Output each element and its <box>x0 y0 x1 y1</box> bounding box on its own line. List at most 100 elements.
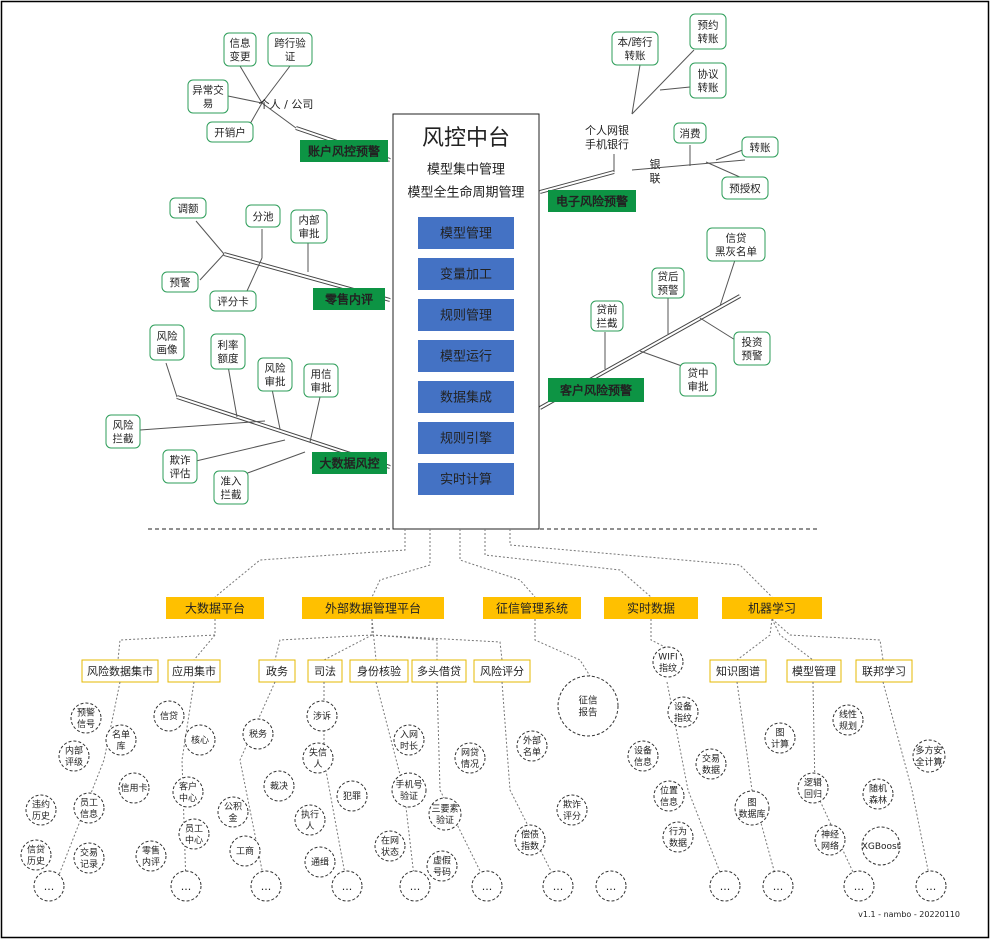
leaf-crossbank-verify-label: 跨行验证 <box>274 37 306 63</box>
leaf-loan-label: 信贷 <box>160 710 178 722</box>
leaf-mpc-label: 多方安全计算 <box>915 745 942 768</box>
connector-line <box>195 220 225 255</box>
leaf-debt-index-label: 偿债指数 <box>521 829 539 852</box>
more-label-2: ... <box>261 880 272 893</box>
leaf-fake-number <box>426 850 458 882</box>
leaf-staff-center-label: 员工中心 <box>185 824 203 846</box>
connector-line <box>459 529 536 598</box>
leaf-scorecard <box>209 290 257 312</box>
leaf-neural-network <box>814 824 846 856</box>
leaf-business-reg <box>229 835 261 867</box>
leaf-neural-network-label: 神经网络 <box>821 829 839 852</box>
leaf-logistic-regression <box>797 772 829 804</box>
leaf-warning-label: 预警 <box>170 276 191 289</box>
module-label-3: 模型运行 <box>440 350 492 365</box>
connector-line <box>165 362 178 398</box>
leaf-external-list <box>516 730 548 762</box>
leaf-credit-history <box>20 839 52 871</box>
module-3 <box>418 340 514 372</box>
sub-gov-label: 政务 <box>266 664 288 678</box>
leaf-crime-label: 犯罪 <box>343 791 361 802</box>
sub-multi-loan-label: 多头借贷 <box>417 664 461 678</box>
leaf-network-duration <box>393 724 425 756</box>
more-label-7: ... <box>606 880 617 893</box>
leaf-agreement-transfer-label: 协议转账 <box>698 68 719 94</box>
leaf-online-loan-label: 网贷情况 <box>461 747 479 770</box>
leaf-credit-report-label: 征信报告 <box>578 694 597 718</box>
more-label-4: ... <box>410 880 421 893</box>
leaf-retail-rating <box>135 840 167 872</box>
leaf-transfer <box>741 136 779 158</box>
leaf-preauth <box>721 176 769 200</box>
module-4 <box>418 381 514 413</box>
leaf-adjust-quota <box>169 197 207 219</box>
sub-model-mgmt-label: 模型管理 <box>792 664 836 678</box>
platform-credit-system-label: 征信管理系统 <box>496 600 568 615</box>
leaf-linear-program <box>832 704 864 736</box>
connector-line <box>371 529 431 598</box>
leaf-phone-verify <box>391 772 427 808</box>
leaf-preauth-label: 预授权 <box>729 182 761 195</box>
leaf-risk-intercept-label: 风险拦截 <box>113 419 134 445</box>
more-label-8: ... <box>720 880 731 893</box>
more-circle-3 <box>331 870 363 902</box>
leaf-core <box>184 724 216 756</box>
box-customer-warning <box>548 378 644 402</box>
leaf-trade-record <box>73 842 105 874</box>
leaf-postloan-warning-label: 贷后预警 <box>658 270 679 296</box>
module-5 <box>418 422 514 454</box>
ebank-hub-unionpay: 银联 <box>650 157 661 185</box>
leaf-risk-portrait <box>149 324 185 361</box>
leaf-device-info <box>627 740 659 772</box>
leaf-internal-rating-label: 内部评级 <box>65 745 83 768</box>
connector-line <box>54 681 121 886</box>
sub-federated-label: 联邦学习 <box>862 664 906 678</box>
connector-line <box>193 619 216 661</box>
sub-app-mart-label: 应用集市 <box>172 664 216 678</box>
platform-realtime <box>604 597 698 619</box>
leaf-business-reg-label: 工商 <box>236 845 254 857</box>
leaf-wanted-label: 通缉 <box>311 857 329 868</box>
leaf-risk-portrait-label: 风险画像 <box>157 330 178 356</box>
leaf-preloan-intercept <box>590 300 624 332</box>
leaf-info-change <box>223 32 257 67</box>
more-circle-7 <box>595 870 627 902</box>
leaf-consume <box>673 122 707 144</box>
leaf-customer-center <box>172 776 204 808</box>
leaf-pooling <box>245 204 281 228</box>
leaf-debt-index <box>514 824 546 856</box>
leaf-warning-signal-label: 预警信号 <box>77 707 95 730</box>
module-0 <box>418 217 514 249</box>
leaf-device-fingerprint <box>667 696 699 728</box>
leaf-online-status <box>374 830 406 862</box>
sub-judicial-label: 司法 <box>314 664 336 678</box>
leaf-ruling-label: 裁决 <box>270 780 288 792</box>
leaf-core-label: 核心 <box>191 734 209 746</box>
leaf-wifi-fingerprint <box>652 646 684 678</box>
connector-line <box>699 317 741 344</box>
more-label-3: ... <box>342 880 353 893</box>
leaf-local-transfer-label: 本/跨行转账 <box>617 36 653 62</box>
leaf-warning-signal <box>70 702 102 734</box>
leaf-mpc <box>912 739 946 773</box>
leaf-credit-history-label: 信贷历史 <box>27 844 45 867</box>
module-2 <box>418 299 514 331</box>
leaf-graph-db <box>734 790 770 826</box>
leaf-internal-approval <box>290 209 328 244</box>
leaf-customer-center-label: 客户中心 <box>179 781 197 804</box>
more-label-9: ... <box>773 880 784 893</box>
module-label-1: 变量加工 <box>440 267 492 283</box>
box-retail-rating <box>313 288 385 310</box>
connector-line <box>882 681 932 886</box>
more-circle-0 <box>33 870 65 902</box>
leaf-inloan-approval-label: 贷中审批 <box>688 367 709 393</box>
module-6 <box>418 463 514 495</box>
connector-line <box>309 396 321 443</box>
leaf-open-close-account <box>206 121 254 143</box>
leaf-litigation <box>306 700 338 732</box>
leaf-fraud-assess <box>162 449 198 484</box>
more-label-5: ... <box>482 880 493 893</box>
leaf-staff-info <box>73 792 105 824</box>
leaf-scheduled-transfer <box>689 13 727 50</box>
